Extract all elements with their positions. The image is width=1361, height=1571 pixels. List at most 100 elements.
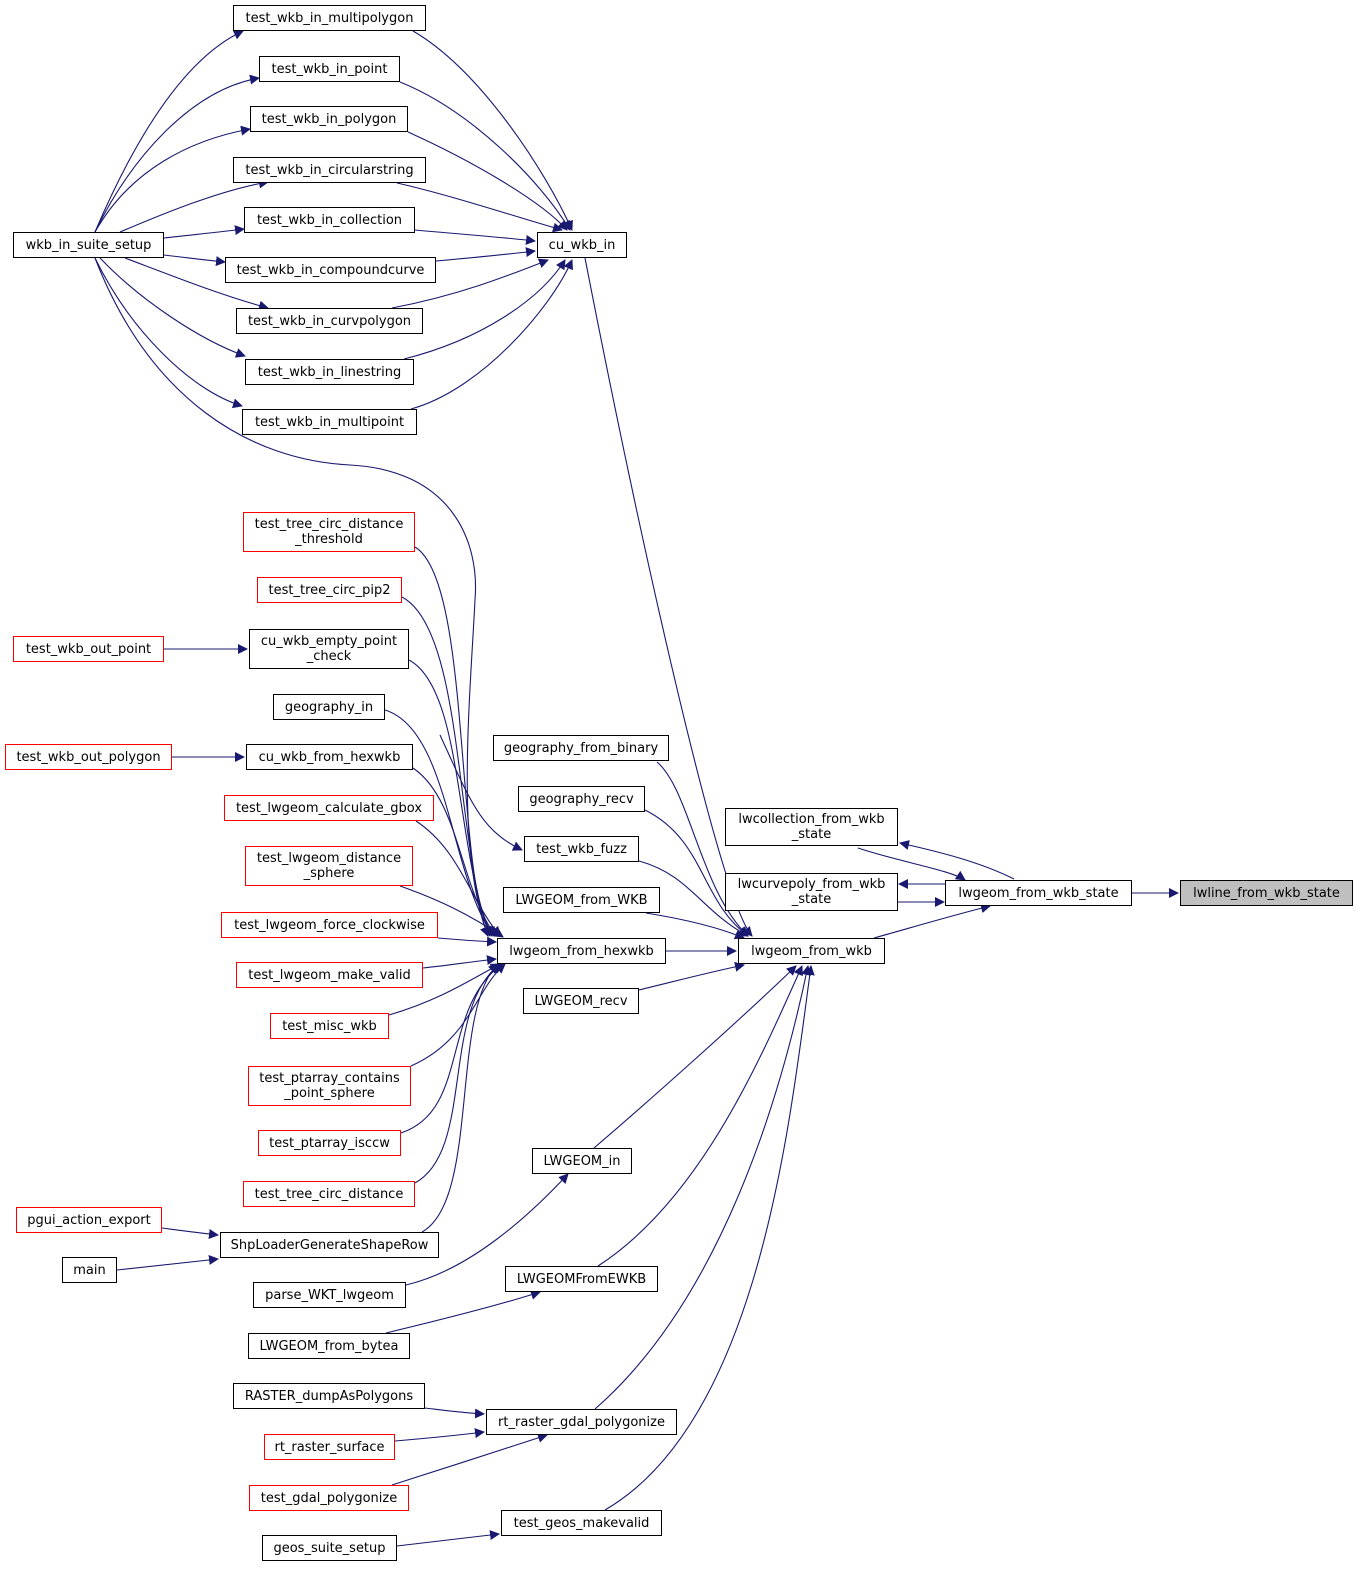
edge-tree-circ-pip2-to-hexwkb (401, 596, 492, 937)
node-cu-wkb-in[interactable]: cu_wkb_in (537, 232, 627, 258)
node-test-wkb-out-point[interactable]: test_wkb_out_point (13, 636, 164, 662)
node-cu-wkb-empty-point-check[interactable]: cu_wkb_empty_point _check (249, 629, 409, 669)
node-test-wkb-in-curvpolygon[interactable]: test_wkb_in_curvpolygon (236, 308, 423, 334)
node-geos-suite-setup[interactable]: geos_suite_setup (262, 1535, 397, 1561)
edge-geography-in-to-test-wkb-fuzz (439, 734, 523, 851)
node-rt-raster-surface[interactable]: rt_raster_surface (264, 1434, 395, 1460)
node-pgui-action-export[interactable]: pgui_action_export (16, 1207, 162, 1233)
edge-distance-sphere-to-hexwkb (399, 885, 504, 938)
edge-rt-raster-surface-to-gdal-polygonize (394, 1428, 485, 1442)
node-LWGEOM-recv[interactable]: LWGEOM_recv (523, 988, 639, 1014)
node-test-wkb-in-point[interactable]: test_wkb_in_point (259, 56, 400, 82)
edge-test-gdal-polygonize-to-gdal-polygonize (391, 1432, 548, 1486)
node-lwgeom-from-wkb-state[interactable]: lwgeom_from_wkb_state (945, 880, 1132, 906)
edge-compoundcurve-to-cu-wkb-in (435, 247, 536, 262)
edge-setup-to-compoundcurve (163, 254, 226, 267)
edge-ShpLoaderGenerateShapeRow-to-hexwkb (421, 963, 499, 1233)
edge-setup-to-circularstring (119, 178, 269, 233)
node-test-tree-circ-distance-threshold[interactable]: test_tree_circ_distance _threshold (243, 512, 415, 552)
node-test-lwgeom-force-clockwise[interactable]: test_lwgeom_force_clockwise (221, 912, 438, 938)
node-parse-WKT-lwgeom[interactable]: parse_WKT_lwgeom (253, 1282, 406, 1308)
edge-tree-circ-distance-threshold-to-hexwkb (414, 546, 490, 937)
edge-geography-recv-to-lwgeom-from-wkb (644, 809, 749, 937)
edge-setup-to-multipoint (94, 257, 243, 409)
node-lwline-from-wkb-state: lwline_from_wkb_state (1180, 880, 1353, 906)
edge-setup-to-linestring (99, 257, 246, 358)
edge-setup-to-collection (163, 225, 245, 239)
edge-LWGEOMFromEWKB-to-lwgeom-from-wkb (597, 965, 803, 1267)
edge-rt-raster-gdal-polygonize-to-lwgeom-from-wkb (594, 965, 812, 1410)
node-test-wkb-in-collection[interactable]: test_wkb_in_collection (244, 207, 415, 233)
node-test-misc-wkb[interactable]: test_misc_wkb (270, 1013, 389, 1039)
node-main[interactable]: main (62, 1257, 117, 1283)
node-test-lwgeom-distance-sphere[interactable]: test_lwgeom_distance _sphere (245, 846, 413, 886)
edge-curvpolygon-to-cu-wkb-in (391, 258, 549, 309)
node-LWGEOM-in[interactable]: LWGEOM_in (532, 1148, 632, 1174)
edge-force-clockwise-to-hexwkb (437, 936, 497, 947)
node-test-wkb-in-circularstring[interactable]: test_wkb_in_circularstring (233, 157, 426, 183)
edge-geos-suite-setup-to-test-geos-makevalid (396, 1530, 500, 1547)
edge-pgui-action-export-to-ShpLoader (161, 1227, 219, 1239)
node-lwcollection-from-wkb-state[interactable]: lwcollection_from_wkb _state (725, 808, 898, 846)
node-lwgeom-from-hexwkb[interactable]: lwgeom_from_hexwkb (497, 938, 666, 964)
edge-test-geos-makevalid-to-lwgeom-from-wkb (604, 965, 815, 1511)
node-test-lwgeom-make-valid[interactable]: test_lwgeom_make_valid (236, 962, 423, 988)
edge-LWGEOM-from-bytea-to-LWGEOMFromEWKB (385, 1290, 541, 1334)
node-test-wkb-in-multipolygon[interactable]: test_wkb_in_multipolygon (233, 5, 426, 31)
edge-calculate-gbox-to-hexwkb (415, 820, 501, 937)
edge-ptarray-isccw-to-hexwkb (400, 963, 503, 1134)
edge-lwgeom-from-wkb-state-to-lwcollection (899, 840, 1015, 880)
node-test-wkb-out-polygon[interactable]: test_wkb_out_polygon (5, 744, 172, 770)
edge-polygon-to-cu-wkb-in (407, 131, 568, 231)
edge-test-wkb-fuzz-to-lwgeom-from-wkb (638, 860, 749, 937)
node-geography-in[interactable]: geography_in (273, 694, 385, 720)
edge-main-to-ShpLoader (116, 1254, 219, 1271)
edge-multipoint-to-cu-wkb-in (410, 259, 573, 410)
node-test-wkb-in-compoundcurve[interactable]: test_wkb_in_compoundcurve (225, 257, 436, 283)
node-test-gdal-polygonize[interactable]: test_gdal_polygonize (249, 1485, 409, 1511)
node-test-wkb-in-linestring[interactable]: test_wkb_in_linestring (245, 359, 414, 385)
edge-point-to-cu-wkb-in (399, 81, 571, 231)
edge-circularstring-to-cu-wkb-in (396, 182, 563, 233)
node-test-ptarray-isccw[interactable]: test_ptarray_isccw (258, 1130, 401, 1156)
edge-lwgeom-from-wkb-to-lwgeom-from-wkb-state (873, 903, 991, 939)
edge-setup-to-polygon (94, 125, 251, 233)
node-test-geos-makevalid[interactable]: test_geos_makevalid (501, 1510, 662, 1536)
edge-tree-circ-distance-to-hexwkb (414, 963, 501, 1184)
node-test-tree-circ-distance[interactable]: test_tree_circ_distance (243, 1181, 415, 1207)
edge-collection-to-cu-wkb-in (414, 229, 536, 245)
edge-setup-to-curvpolygon (124, 257, 269, 311)
node-rt-raster-gdal-polygonize[interactable]: rt_raster_gdal_polygonize (486, 1409, 677, 1435)
edge-ptarray-contains-point-sphere-to-hexwkb (410, 963, 506, 1067)
node-geography-from-binary[interactable]: geography_from_binary (493, 735, 669, 761)
edge-setup-to-multipolygon (94, 30, 244, 233)
edge-make-valid-to-hexwkb (422, 955, 497, 969)
node-LWGEOM-from-WKB[interactable]: LWGEOM_from_WKB (503, 887, 660, 913)
node-test-lwgeom-calculate-gbox[interactable]: test_lwgeom_calculate_gbox (224, 795, 434, 821)
edge-LWGEOM-in-to-lwgeom-from-wkb (593, 965, 797, 1149)
node-test-tree-circ-pip2[interactable]: test_tree_circ_pip2 (257, 577, 402, 603)
edge-setup-to-point (94, 74, 260, 233)
edge-geography-in-to-hexwkb (384, 709, 495, 937)
edge-setup-to-lwgeom-from-hexwkb (94, 257, 490, 937)
node-geography-recv[interactable]: geography_recv (518, 786, 645, 812)
node-LWGEOMFromEWKB[interactable]: LWGEOMFromEWKB (505, 1266, 658, 1292)
edge-parse-WKT-lwgeom-to-LWGEOM-in (405, 1173, 569, 1286)
node-cu-wkb-from-hexwkb[interactable]: cu_wkb_from_hexwkb (246, 744, 413, 770)
edge-geography-from-binary-to-lwgeom-from-wkb (656, 761, 749, 937)
node-RASTER-dumpAsPolygons[interactable]: RASTER_dumpAsPolygons (233, 1383, 425, 1409)
node-lwcurvepoly-from-wkb-state[interactable]: lwcurvepoly_from_wkb _state (725, 873, 898, 911)
edge-LWGEOM-recv-to-lwgeom-from-wkb (638, 961, 745, 991)
node-LWGEOM-from-bytea[interactable]: LWGEOM_from_bytea (248, 1333, 410, 1359)
node-test-wkb-fuzz[interactable]: test_wkb_fuzz (524, 836, 639, 862)
node-test-wkb-in-multipoint[interactable]: test_wkb_in_multipoint (242, 409, 417, 435)
node-ShpLoaderGenerateShapeRow[interactable]: ShpLoaderGenerateShapeRow (220, 1232, 439, 1258)
node-test-ptarray-contains-point-sphere[interactable]: test_ptarray_contains _point_sphere (248, 1066, 411, 1106)
edge-multipolygon-to-cu-wkb-in (412, 30, 573, 231)
node-wkb-in-suite-setup[interactable]: wkb_in_suite_setup (13, 232, 164, 258)
node-lwgeom-from-wkb[interactable]: lwgeom_from_wkb (738, 938, 885, 964)
node-test-wkb-in-polygon[interactable]: test_wkb_in_polygon (250, 106, 408, 132)
edge-linestring-to-cu-wkb-in (403, 259, 566, 360)
